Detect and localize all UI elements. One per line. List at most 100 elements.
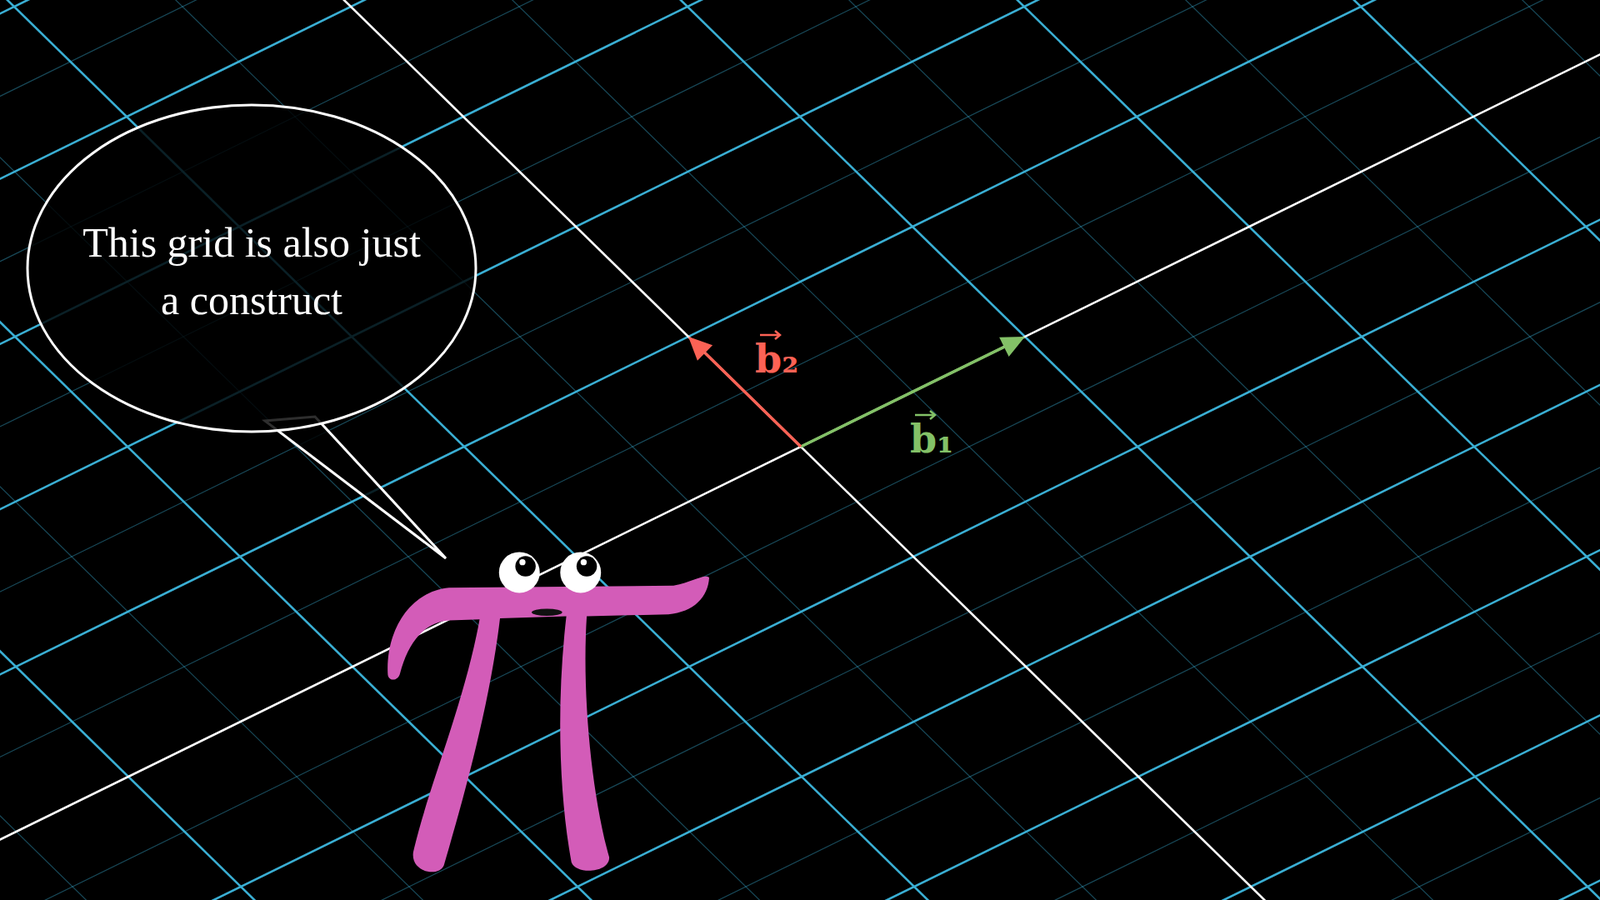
pi-creature bbox=[387, 551, 710, 872]
grid-line bbox=[1466, 0, 1600, 900]
vector-b2-head bbox=[688, 336, 713, 361]
pi-eye bbox=[560, 551, 601, 593]
vector-accent bbox=[760, 334, 780, 337]
pi-eye-highlight bbox=[519, 559, 525, 565]
grid-line bbox=[570, 0, 1600, 900]
grid-line bbox=[0, 0, 1600, 667]
grid-line bbox=[0, 116, 1600, 900]
pi-eye bbox=[499, 551, 540, 593]
vector-label: b₁ bbox=[910, 420, 954, 459]
grid-line bbox=[0, 0, 1480, 900]
speech-bubble: This grid is also just a construct bbox=[25, 103, 478, 434]
speech-text: This grid is also just a construct bbox=[72, 214, 431, 330]
vector-b1 bbox=[800, 346, 1005, 447]
grid-line bbox=[1130, 0, 1600, 900]
pi-pupil bbox=[576, 555, 597, 576]
grid-line bbox=[0, 0, 24, 900]
grid-line bbox=[0, 6, 1600, 900]
grid-line bbox=[1018, 0, 1600, 900]
grid-line bbox=[0, 0, 1256, 900]
grid-line bbox=[0, 0, 1032, 900]
grid-line bbox=[234, 0, 1600, 900]
grid-line bbox=[458, 0, 1600, 900]
grid-line bbox=[345, 0, 1600, 900]
pi-pupil bbox=[515, 555, 535, 576]
bubble-outline bbox=[25, 103, 478, 434]
vector-accent-head bbox=[930, 410, 935, 420]
grid-line bbox=[0, 0, 1600, 832]
bubble-ellipse bbox=[27, 105, 476, 432]
grid-line bbox=[1579, 0, 1600, 900]
pi-eye-highlight bbox=[580, 559, 587, 565]
grid-line bbox=[0, 0, 1600, 777]
grid-line bbox=[0, 0, 135, 900]
grid-line bbox=[906, 0, 1600, 900]
vector-label: b₂ bbox=[755, 340, 799, 379]
vector-accent bbox=[915, 414, 935, 417]
speech-bubble-tail bbox=[265, 416, 446, 559]
pi-body bbox=[387, 576, 710, 873]
